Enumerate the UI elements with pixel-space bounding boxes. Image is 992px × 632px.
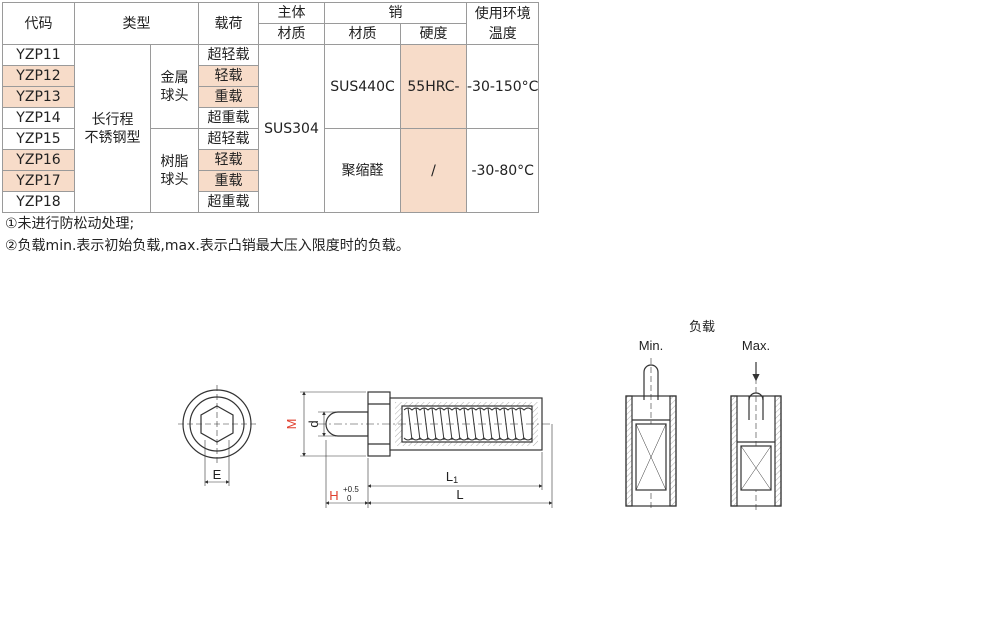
- label-l: L: [456, 487, 463, 502]
- header-code: 代码: [2, 2, 75, 45]
- note-1: ①未进行防松动处理;: [5, 216, 135, 232]
- load-max-label: Max.: [742, 338, 770, 353]
- label-m: M: [284, 419, 299, 430]
- header-body: 主体: [258, 2, 325, 24]
- load-cell: 轻载: [198, 65, 259, 87]
- temp-resin: -30-80°C: [465, 128, 540, 213]
- label-h-tol-lower: 0: [347, 494, 352, 503]
- note-2: ②负载min.表示初始负载,max.表示凸销最大压入限度时的负载。: [5, 238, 410, 254]
- pin-material-resin: 聚缩醛: [324, 128, 401, 213]
- load-min-view: [625, 358, 677, 510]
- header-pin-material: 材质: [324, 23, 401, 45]
- pin-hardness-metal: 55HRC-: [400, 44, 467, 129]
- load-cell: 超重载: [198, 107, 259, 129]
- label-h: H: [329, 488, 338, 503]
- header-body-material: 材质: [258, 23, 325, 45]
- spec-table: 代码 类型 载荷 主体 销 使用环境 温度 材质 材质 硬度 YZP11 长行程…: [2, 2, 540, 213]
- load-max-view: [730, 362, 782, 510]
- load-title: 负载: [689, 320, 715, 335]
- load-cell: 重载: [198, 170, 259, 192]
- type-group-resin: 树脂 球头: [150, 128, 199, 213]
- label-e: E: [213, 467, 222, 482]
- load-min-label: Min.: [639, 338, 664, 353]
- label-h-tol-upper: +0.5: [343, 485, 359, 494]
- load-cell: 超轻载: [198, 44, 259, 66]
- body-material-cell: SUS304: [258, 44, 325, 213]
- code-cell: YZP18: [2, 191, 75, 213]
- label-l1-main: L: [446, 469, 453, 484]
- end-view: [178, 385, 256, 486]
- notes: ①未进行防松动处理; ②负载min.表示初始负载,max.表示凸销最大压入限度时…: [5, 213, 410, 257]
- code-cell: YZP16: [2, 149, 75, 171]
- label-d: d: [306, 420, 321, 427]
- code-cell: YZP17: [2, 170, 75, 192]
- label-l1: L1: [446, 469, 458, 485]
- code-cell: YZP13: [2, 86, 75, 108]
- label-l1-sub: 1: [453, 475, 458, 485]
- load-cell: 轻载: [198, 149, 259, 171]
- header-temp: 使用环境 温度: [465, 2, 540, 45]
- side-view: [300, 391, 553, 508]
- header-pin: 销: [324, 2, 467, 24]
- type-group-metal: 金属 球头: [150, 44, 199, 129]
- temp-metal: -30-150°C: [465, 44, 540, 129]
- load-cell: 超重载: [198, 191, 259, 213]
- header-pin-hardness: 硬度: [400, 23, 467, 45]
